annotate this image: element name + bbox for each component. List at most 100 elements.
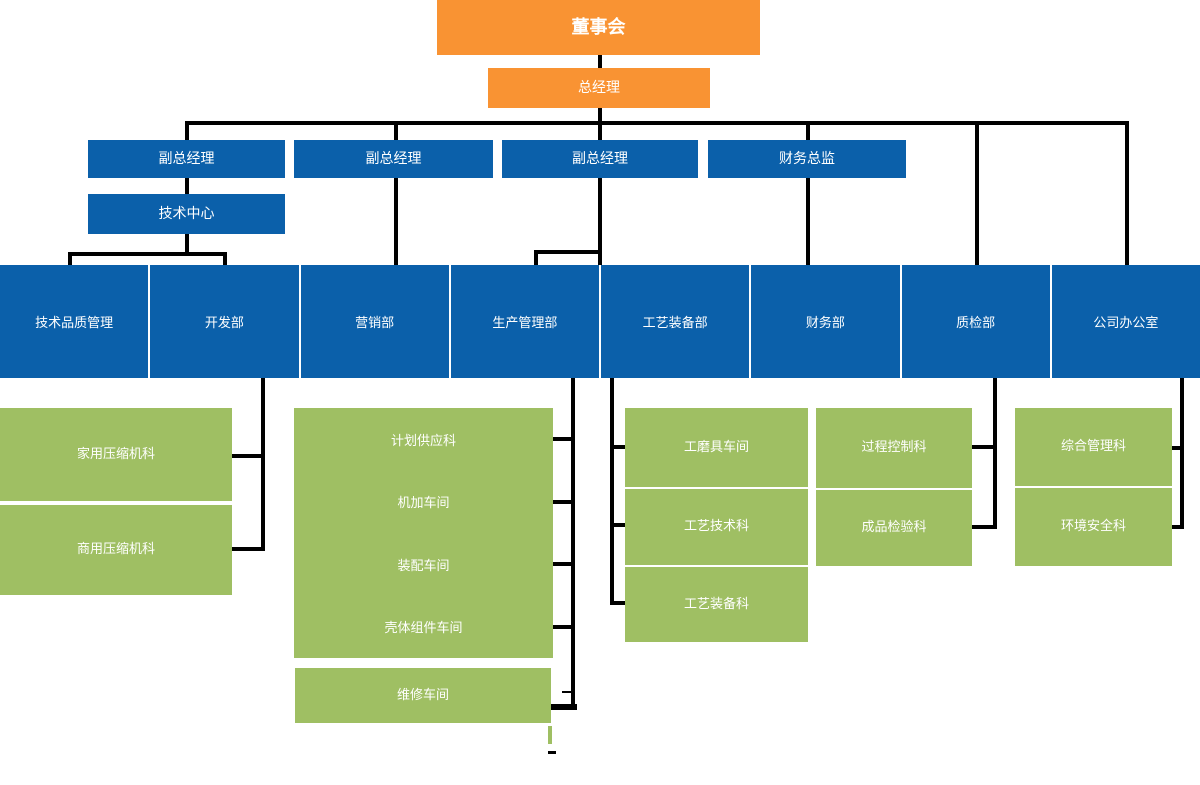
dept-box-process-equipment[interactable]: 工艺装备部 (601, 265, 750, 378)
org-box-vice-gm-3[interactable]: 副总经理 (502, 140, 698, 178)
org-box-board-label: 董事会 (571, 16, 626, 38)
connector-vgm1-techcenter (185, 178, 189, 194)
connector-finance-director-band (806, 178, 810, 266)
connector-stub-process-control (972, 445, 993, 449)
connector-stub-general-admin (1172, 446, 1180, 450)
dept-box-tech-quality-label: 技术品质管理 (35, 316, 114, 331)
connector-drop-quality-dept (975, 124, 979, 266)
connector-stub-maintenance-foot (551, 704, 577, 710)
connector-stub-process-equip (610, 601, 625, 605)
org-box-general-manager[interactable]: 总经理 (488, 68, 710, 108)
dept-box-company-office-label: 公司办公室 (1093, 316, 1159, 331)
connector-bracket-production-leg (534, 250, 538, 266)
org-box-finance-director[interactable]: 财务总监 (708, 140, 906, 178)
dept-box-company-office[interactable]: 公司办公室 (1051, 265, 1200, 378)
connector-trunk-equipment (610, 378, 614, 605)
connector-techcenter-bracket (185, 234, 189, 252)
unit-box-maintenance-workshop-label: 维修车间 (396, 687, 449, 703)
dept-box-tech-quality[interactable]: 技术品质管理 (0, 265, 149, 378)
connector-stub-tooling (610, 445, 625, 449)
org-box-tech-center-label: 技术中心 (158, 205, 215, 222)
unit-box-maintenance-workshop[interactable]: 维修车间 (295, 668, 551, 723)
connector-stub-commercial-compressor (232, 547, 263, 551)
connector-stub-planning (553, 437, 571, 441)
connector-drop-finance-director (806, 124, 810, 140)
dept-box-production-mgmt-label: 生产管理部 (492, 316, 558, 331)
unit-box-commercial-compressor-label: 商用压缩机科 (76, 542, 155, 558)
connector-bracket-tech-leg-left (68, 252, 72, 266)
artifact-green-tick (548, 726, 552, 744)
artifact-black-dash (548, 751, 556, 754)
unit-box-commercial-compressor[interactable]: 商用压缩机科 (0, 505, 232, 595)
connector-stub-home-compressor (232, 454, 263, 458)
org-box-vice-gm-3-label: 副总经理 (572, 150, 628, 167)
unit-box-general-admin-label: 综合管理科 (1060, 439, 1126, 455)
org-box-vice-gm-2-label: 副总经理 (365, 150, 422, 167)
connector-stub-shell (553, 625, 571, 629)
connector-stub-final-inspection (972, 525, 993, 529)
unit-box-home-compressor[interactable]: 家用压缩机科 (0, 408, 232, 501)
org-box-vice-gm-1-label: 副总经理 (158, 150, 215, 167)
connector-gm-trunk (598, 108, 602, 123)
unit-box-home-compressor-label: 家用压缩机科 (76, 446, 155, 462)
connector-trunk-development (261, 378, 265, 551)
unit-box-planning-supply[interactable]: 计划供应科 (294, 408, 553, 471)
unit-box-env-safety-label: 环境安全科 (1060, 519, 1126, 535)
connector-bracket-tech-leg-right (223, 252, 227, 266)
unit-box-process-equipment[interactable]: 工艺装备科 (625, 567, 808, 642)
dept-box-process-equipment-label: 工艺装备部 (642, 316, 708, 331)
connector-trunk-quality (993, 378, 997, 529)
unit-box-final-inspection-label: 成品检验科 (861, 520, 927, 536)
unit-box-general-admin[interactable]: 综合管理科 (1015, 408, 1172, 486)
connector-main-horizontal (185, 121, 1129, 125)
connector-drop-vgm2 (394, 124, 398, 140)
connector-trunk-production (571, 378, 575, 710)
unit-box-process-equipment-label: 工艺装备科 (683, 596, 749, 612)
connector-drop-office-dept (1125, 124, 1129, 266)
unit-box-tooling-workshop-label: 工磨具车间 (683, 439, 749, 455)
unit-box-process-control-label: 过程控制科 (861, 440, 927, 456)
unit-box-process-control[interactable]: 过程控制科 (816, 408, 972, 488)
dept-box-production-mgmt[interactable]: 生产管理部 (450, 265, 599, 378)
unit-box-machining-workshop[interactable]: 机加车间 (294, 471, 553, 534)
connector-bracket-tech-h (68, 252, 227, 256)
connector-trunk-office (1180, 378, 1184, 529)
dept-box-finance[interactable]: 财务部 (751, 265, 900, 378)
org-box-vice-gm-2[interactable]: 副总经理 (294, 140, 493, 178)
connector-stub-process-tech (610, 523, 625, 527)
connector-stub-env-safety (1172, 525, 1180, 529)
unit-block-production: 计划供应科 机加车间 装配车间 壳体组件车间 (294, 408, 553, 658)
unit-box-process-tech[interactable]: 工艺技术科 (625, 489, 808, 565)
connector-stub-machining (553, 500, 571, 504)
unit-box-final-inspection[interactable]: 成品检验科 (816, 490, 972, 566)
unit-box-shell-component-workshop[interactable]: 壳体组件车间 (294, 596, 553, 659)
connector-stub-assembly (553, 562, 571, 566)
org-box-board[interactable]: 董事会 (437, 0, 760, 55)
org-box-vice-gm-1[interactable]: 副总经理 (88, 140, 285, 178)
dept-box-marketing[interactable]: 营销部 (300, 265, 449, 378)
dept-box-quality-inspection[interactable]: 质检部 (901, 265, 1050, 378)
connector-board-gm (598, 55, 602, 68)
department-band: 技术品质管理 开发部 营销部 生产管理部 工艺装备部 财务部 质检部 公司办公室 (0, 265, 1200, 378)
unit-box-assembly-workshop[interactable]: 装配车间 (294, 533, 553, 596)
unit-box-planning-supply-label: 计划供应科 (390, 433, 456, 449)
org-box-tech-center[interactable]: 技术中心 (88, 194, 285, 234)
org-box-finance-director-label: 财务总监 (779, 150, 835, 167)
connector-vgm3-bracket (598, 178, 602, 266)
unit-box-tooling-workshop[interactable]: 工磨具车间 (625, 408, 808, 487)
dept-box-finance-label: 财务部 (805, 316, 845, 331)
dept-box-quality-inspection-label: 质检部 (956, 316, 996, 331)
connector-vgm2-band (394, 178, 398, 266)
dept-box-development-label: 开发部 (204, 316, 244, 331)
dept-box-development[interactable]: 开发部 (150, 265, 299, 378)
unit-box-process-tech-label: 工艺技术科 (683, 519, 749, 535)
connector-drop-vgm1 (185, 124, 189, 140)
connector-bracket-production-h (534, 250, 602, 254)
unit-box-shell-component-workshop-label: 壳体组件车间 (384, 621, 463, 637)
unit-box-assembly-workshop-label: 装配车间 (397, 558, 450, 574)
unit-box-env-safety[interactable]: 环境安全科 (1015, 488, 1172, 566)
unit-box-machining-workshop-label: 机加车间 (397, 496, 450, 512)
org-box-general-manager-label: 总经理 (578, 79, 620, 96)
connector-drop-vgm3 (598, 124, 602, 140)
